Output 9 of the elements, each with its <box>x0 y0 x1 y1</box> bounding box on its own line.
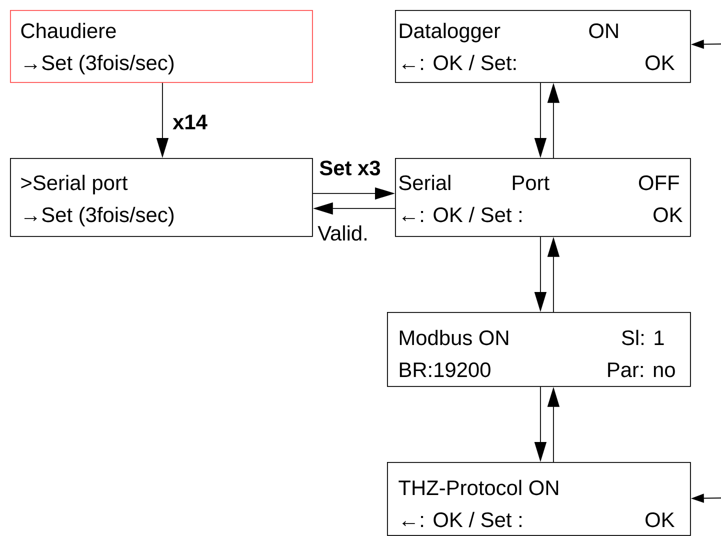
display-box: Serial Port OFF ←: OK / Set : OK <box>395 158 691 237</box>
edge-label: Set x3 <box>318 160 382 176</box>
edge-label: Valid. <box>316 224 370 242</box>
display-box: Chaudiere →Set (3fois/sec) <box>10 10 313 83</box>
display-box: THZ-Protocol ON ←: OK / Set : OK <box>387 462 691 536</box>
display-box: >Serial port →Set (3fois/sec) <box>10 158 313 237</box>
display-box: Datalogger ON ←: OK / Set: OK <box>395 10 691 83</box>
display-box: Modbus ON Sl: 1 BR:19200 Par: no <box>387 312 691 387</box>
edge-label: x14 <box>172 114 208 130</box>
